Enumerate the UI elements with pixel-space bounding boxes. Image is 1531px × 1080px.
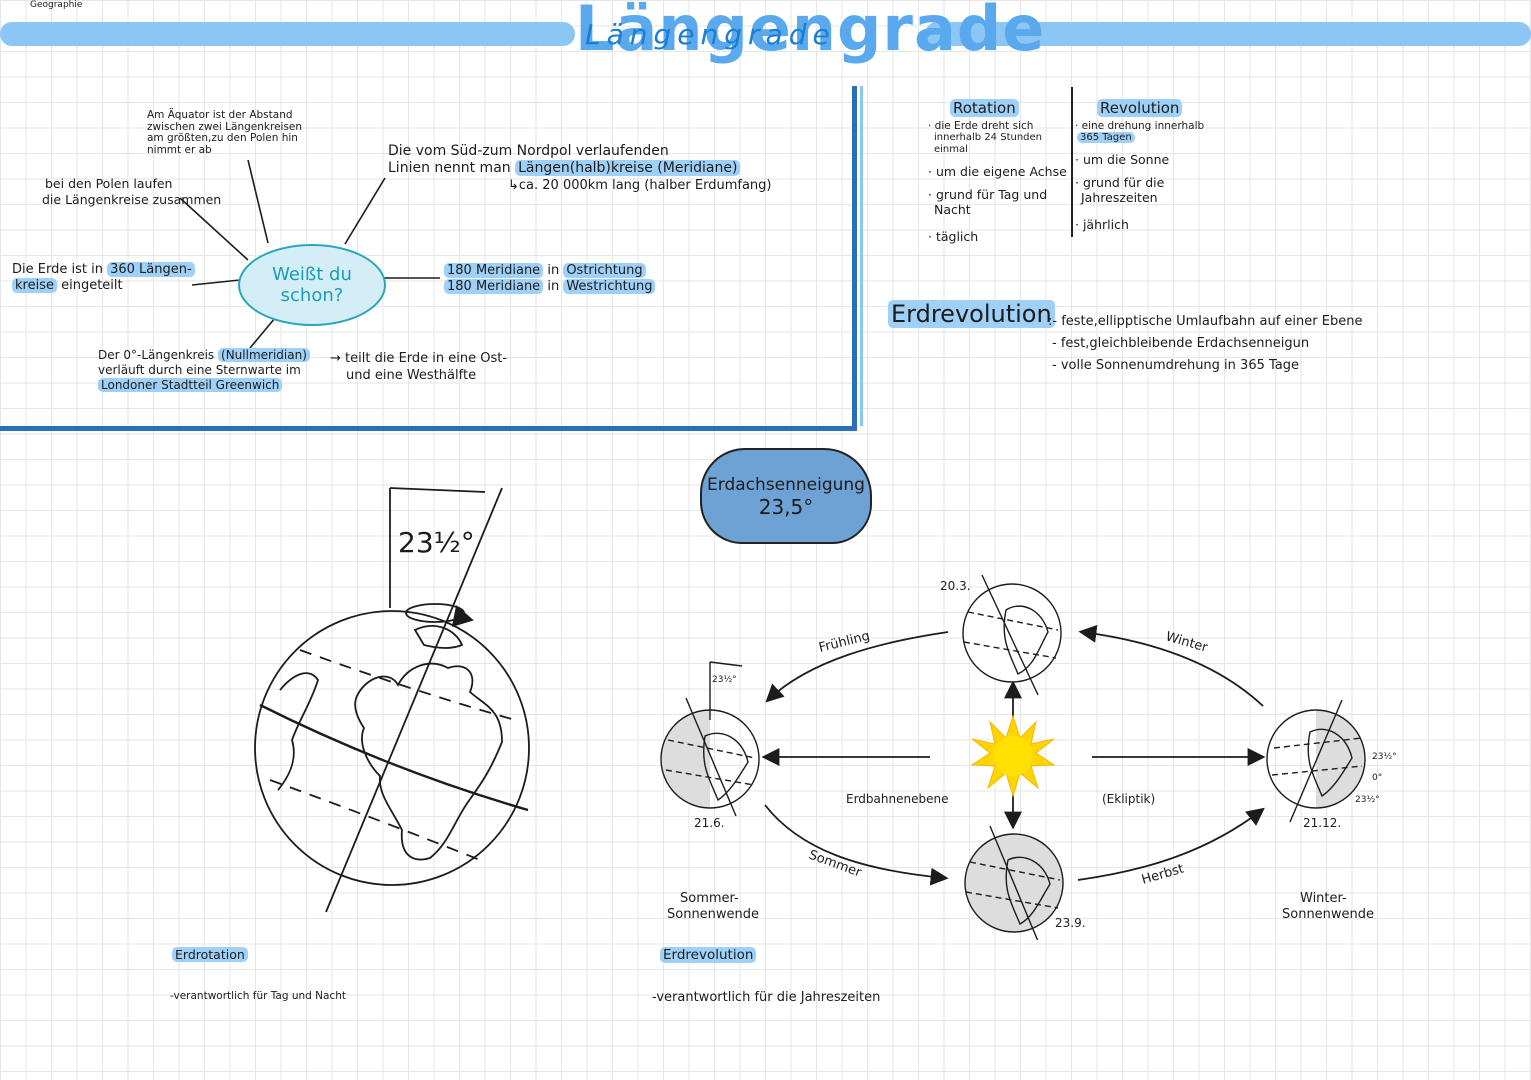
erdrevolution-list: :- feste,ellipptische Umlaufbahn auf ein…	[1048, 314, 1363, 373]
lat-label-mid: 0°	[1372, 773, 1382, 783]
cloud-line-2: 23,5°	[758, 495, 814, 519]
date-label-autumn: 23.9.	[1055, 916, 1086, 930]
mindmap-center-bubble: Weißt du schon?	[238, 244, 386, 326]
note-linien: Die vom Süd-zum Nordpol verlaufenden Lin…	[388, 143, 772, 193]
sun-icon	[970, 714, 1056, 798]
globe-rotation-diagram: 23½°	[254, 487, 530, 913]
header-band-left	[0, 22, 575, 46]
angle-label-small: 23½°	[712, 675, 737, 685]
bubble-line-1: Weißt du	[272, 264, 352, 285]
compare-divider	[1071, 87, 1073, 237]
globe-spring-icon	[962, 574, 1062, 696]
caption-erdrotation-text: -verantwortlich für Tag und Nacht	[170, 990, 347, 1002]
angle-label-big: 23½°	[398, 526, 475, 559]
note-teilt: → teilt die Erde in eine Ost- und eine W…	[330, 351, 508, 383]
date-label-winter: 21.12.	[1303, 816, 1341, 830]
note-nullmeridian: Der 0°-Längenkreis (Nullmeridian) verläu…	[98, 348, 310, 393]
season-label-summer: Sommer	[807, 848, 864, 881]
mindmap-lines	[179, 159, 440, 349]
rotation-heading: Rotation	[950, 99, 1019, 117]
revolution-heading: Revolution	[1097, 99, 1183, 117]
globe-autumn-icon	[964, 825, 1064, 940]
winter-solstice-line2: Sonnenwende	[1282, 907, 1374, 922]
globe-winter-icon	[1266, 699, 1366, 823]
erdrevolution-heading: Erdrevolution	[888, 300, 1055, 328]
cloud-line-1: Erdachsenneigung	[707, 475, 865, 495]
note-pole: bei den Polen laufen die Längenkreise zu…	[42, 176, 222, 207]
caption-erdrevolution: Erdrevolution	[660, 947, 757, 963]
winter-solstice-line1: Winter-	[1300, 891, 1347, 906]
date-label-summer: 21.6.	[694, 816, 725, 830]
season-label-spring: Frühling	[817, 629, 871, 656]
caption-erdrotation: Erdrotation	[172, 947, 248, 962]
note-meridiane: 180 Meridiane in Ostrichtung 180 Meridia…	[444, 263, 656, 295]
lat-label-bottom: 23½°	[1355, 795, 1380, 805]
summer-solstice-line1: Sommer-	[680, 891, 739, 906]
plane-label: Erdbahnenebene	[846, 792, 948, 806]
ecliptic-label: (Ekliptik)	[1102, 792, 1155, 806]
note-einteilung: Die Erde ist in 360 Längen- kreise einge…	[12, 262, 195, 294]
axis-tilt-cloud: Erdachsenneigung 23,5°	[700, 448, 872, 544]
mindmap-panel	[0, 86, 863, 431]
orbit-diagram: 20.3. 21.6. 23.9. 21.12. 23½° Frühling W…	[660, 574, 1397, 940]
subject-label: Geographie	[30, 0, 83, 10]
summer-solstice-line2: Sonnenwende	[667, 907, 759, 922]
header-band-right	[925, 22, 1531, 46]
revolution-column: Revolution · eine drehung innerhalb 365 …	[1075, 99, 1205, 232]
bubble-line-2: schon?	[280, 285, 344, 306]
date-label-spring: 20.3.	[940, 579, 971, 593]
page-title: Längengrade	[575, 0, 1046, 65]
page-title-overlay: Längengrade	[585, 18, 836, 51]
caption-erdrevolution-text: -verantwortlich für die Jahreszeiten	[652, 990, 881, 1005]
note-aequator: Am Äquator ist der Abstand zwischen zwei…	[147, 109, 303, 156]
globe-summer-icon	[660, 661, 760, 817]
rotation-column: Rotation · die Erde dreht sich innerhalb…	[928, 99, 1067, 244]
lat-label-top: 23½°	[1372, 752, 1397, 762]
